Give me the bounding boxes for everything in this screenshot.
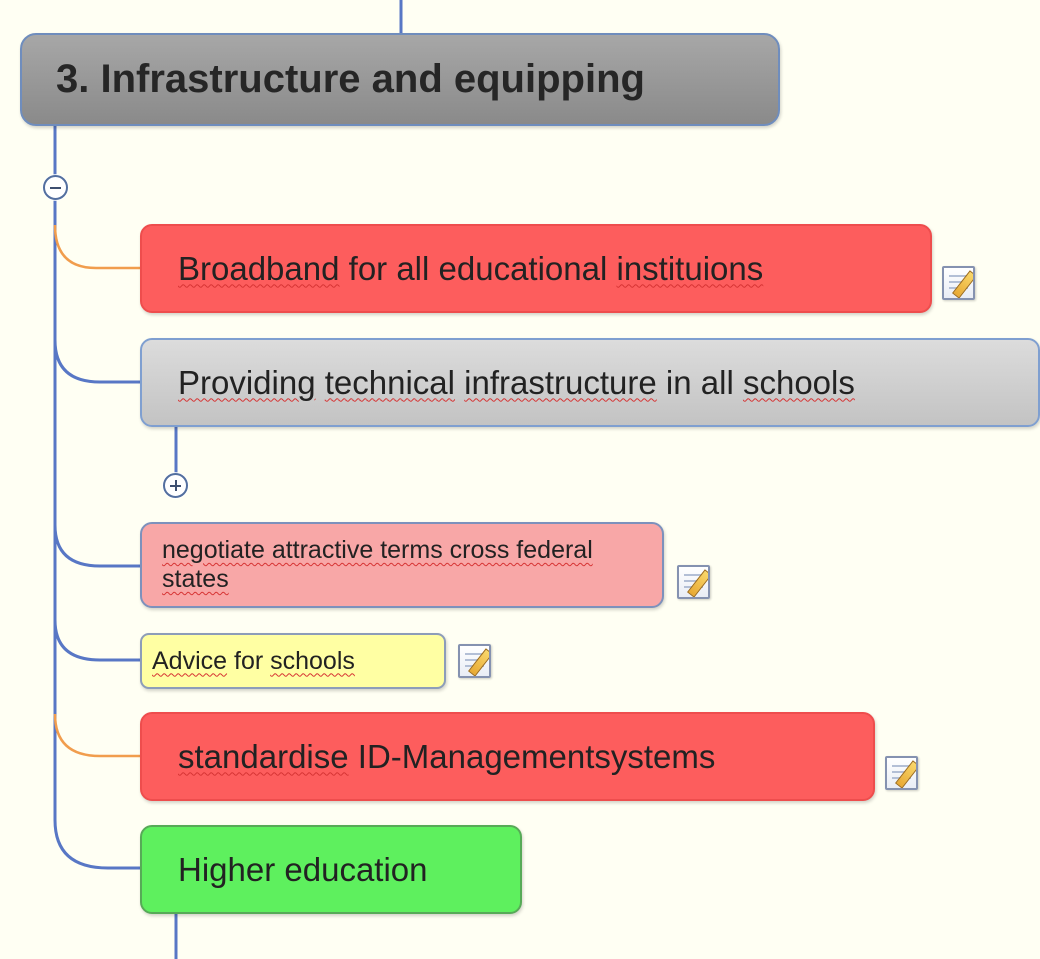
topic-broadband-label: Broadband for all educational instituion… — [178, 250, 763, 288]
topic-advice-label: Advice for schools — [152, 647, 355, 676]
topic-text-segment: in all — [656, 363, 743, 401]
topic-text-segment: Advice — [152, 646, 228, 675]
topic-standardise-id-management[interactable]: standardise ID-Managementsystems — [140, 712, 875, 801]
topic-text-segment: instituions — [616, 249, 764, 287]
central-topic[interactable]: 3. Infrastructure and equipping — [20, 33, 780, 126]
central-topic-label: 3. Infrastructure and equipping — [56, 57, 645, 101]
topic-text-segment — [316, 364, 325, 401]
topic-text-segment: Providing — [178, 363, 316, 401]
topic-text-segment: negotiate attractive terms cross federal… — [162, 536, 593, 593]
topic-text-segment — [455, 364, 464, 401]
topic-text-segment: infrastructure — [464, 363, 657, 401]
topic-broadband[interactable]: Broadband for all educational instituion… — [140, 224, 932, 313]
broadband-connector — [53, 224, 140, 270]
expand-plus-icon[interactable] — [163, 473, 188, 498]
topic-text-segment: for — [227, 646, 271, 675]
topic-negotiate-terms[interactable]: negotiate attractive terms cross federal… — [140, 522, 664, 608]
collapse-minus-icon[interactable] — [43, 175, 68, 200]
note-edit-icon[interactable] — [885, 756, 918, 790]
topic-text-segment: schools — [270, 646, 355, 675]
negotiate-connector — [53, 524, 140, 568]
topic-text-segment: technical — [324, 363, 455, 401]
topic-text-segment: ID-Managementsystems — [348, 737, 716, 775]
topic-providing-technical-infrastructure[interactable]: Providing technical infrastructure in al… — [140, 338, 1040, 427]
main-branch-line — [53, 125, 140, 870]
topic-negotiate-label: negotiate attractive terms cross federal… — [162, 536, 642, 594]
topic-providing-label: Providing technical infrastructure in al… — [178, 364, 855, 402]
topic-advice-for-schools[interactable]: Advice for schools — [140, 633, 446, 689]
note-edit-icon[interactable] — [942, 266, 975, 300]
topic-text-segment: Broadband — [178, 249, 340, 287]
note-edit-icon[interactable] — [677, 565, 710, 599]
topic-text-segment: for all educational — [339, 249, 617, 287]
topic-text-segment: standardise — [178, 737, 349, 775]
note-edit-icon[interactable] — [458, 644, 491, 678]
topic-higher-education[interactable]: Higher education — [140, 825, 522, 914]
topic-higher-education-label: Higher education — [178, 851, 428, 889]
topic-text-segment: Higher education — [178, 850, 428, 888]
topic-text-segment: schools — [742, 363, 855, 401]
standardise-connector — [53, 713, 140, 758]
advice-connector — [53, 619, 140, 662]
providing-connector — [53, 339, 140, 384]
topic-standardise-label: standardise ID-Managementsystems — [178, 738, 715, 776]
